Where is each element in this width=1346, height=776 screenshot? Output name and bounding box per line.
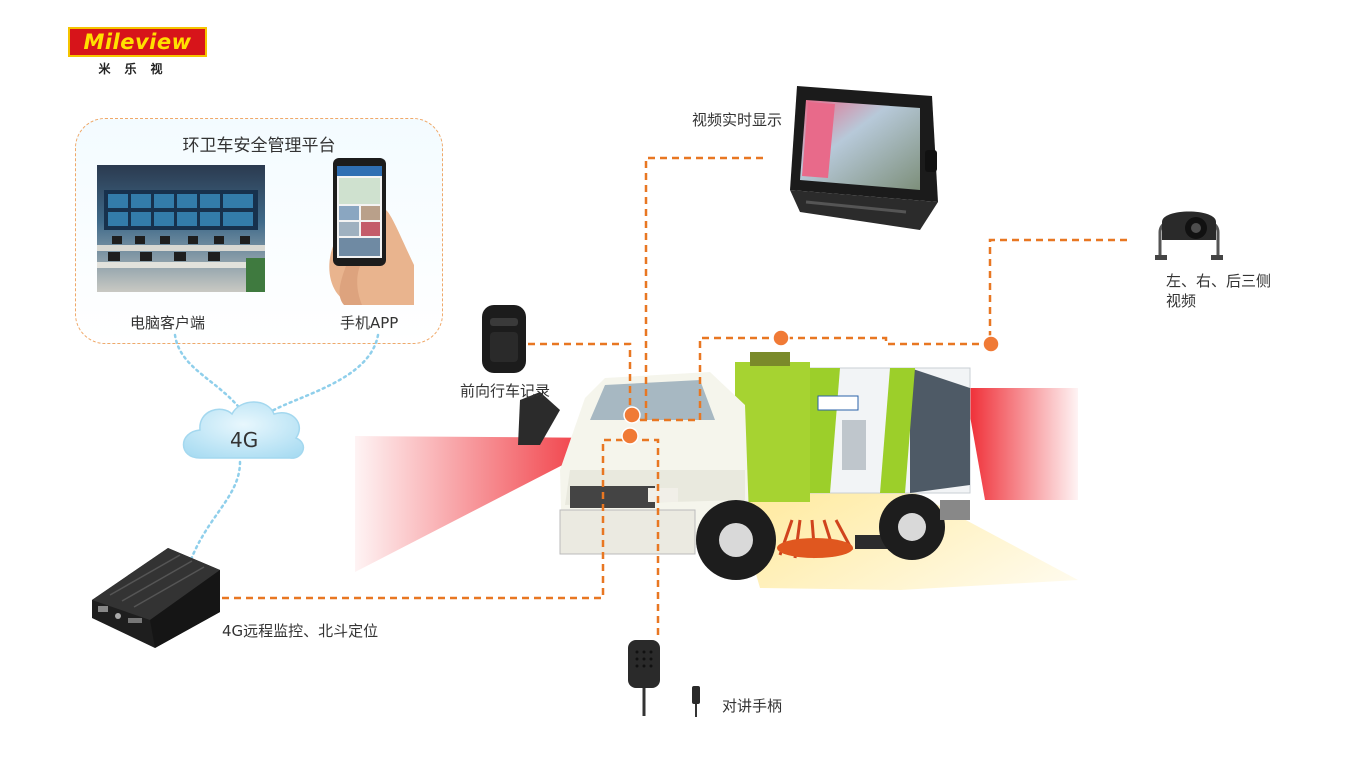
front-recorder-image (482, 305, 526, 373)
wiring-lines (222, 156, 1130, 640)
logo-subtitle: 米乐视 (98, 62, 177, 76)
monitor-image (790, 86, 938, 230)
pc-client-image (97, 165, 265, 292)
platform-title: 环卫车安全管理平台 (182, 136, 336, 156)
network-label: 4G (230, 428, 259, 452)
blind-zone-rear (965, 388, 1078, 500)
cloud-icon (182, 401, 305, 459)
mobile-app-label: 手机APP (340, 314, 399, 332)
sweeper-truck-image (518, 352, 971, 580)
front-recorder-label: 前向行车记录 (460, 382, 551, 400)
side-camera-image (1155, 211, 1223, 260)
intercom-mic-image (628, 640, 700, 717)
dvr-device-image (92, 548, 220, 648)
connection-nodes (621, 329, 1000, 445)
logo-text: Mileview (83, 30, 192, 54)
side-camera-label-line1: 左、右、后三侧 (1166, 272, 1272, 290)
dvr-label: 4G远程监控、北斗定位 (222, 622, 379, 640)
intercom-mic-label: 对讲手柄 (722, 697, 783, 715)
side-camera-label-line2: 视频 (1166, 292, 1197, 310)
blind-zone-front (355, 436, 615, 572)
pc-client-label: 电脑客户端 (130, 314, 206, 332)
logo: Mileview (68, 27, 207, 57)
monitor-label: 视频实时显示 (692, 111, 783, 129)
mobile-app-image (329, 158, 414, 305)
